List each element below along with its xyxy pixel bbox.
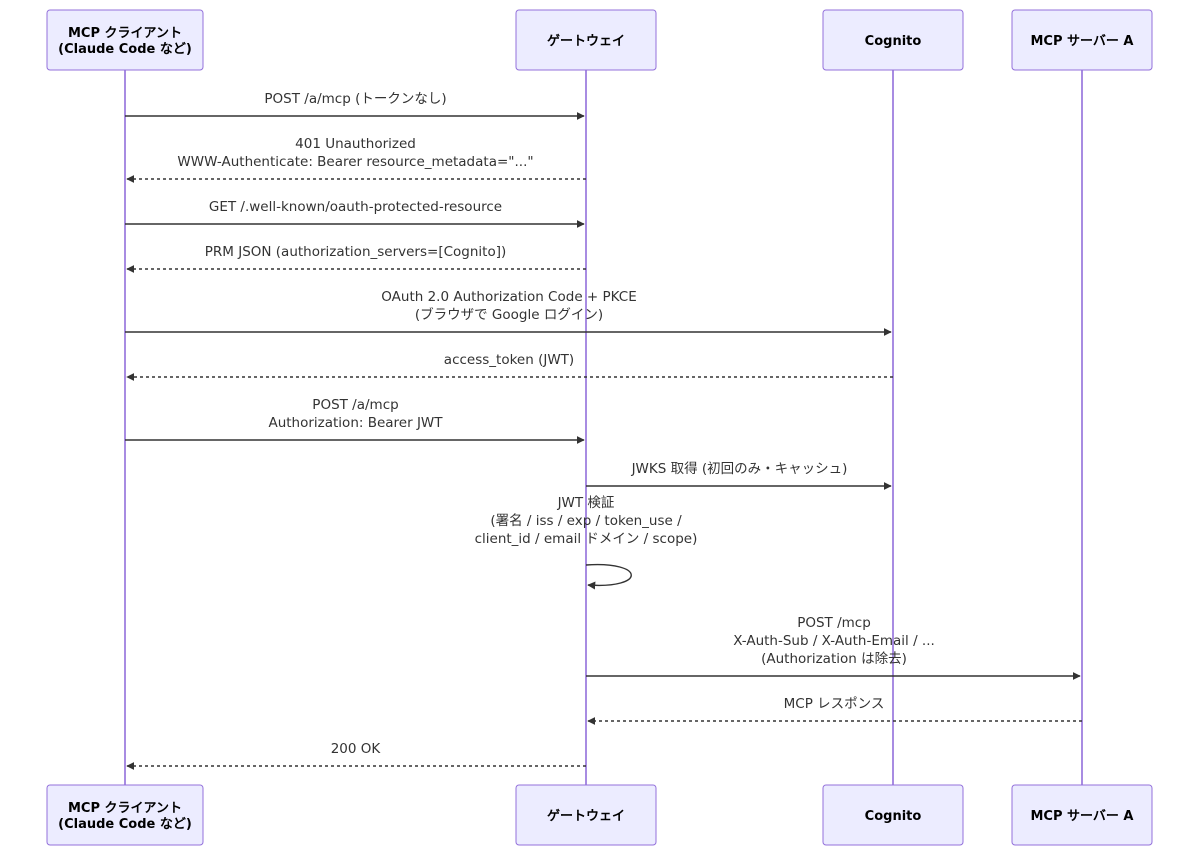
participant-gateway-top: ゲートウェイ	[515, 9, 657, 71]
message-label: (署名 / iss / exp / token_use /	[490, 513, 682, 529]
participant-label: MCP クライアント	[68, 26, 182, 41]
participant-label: (Claude Code など)	[58, 817, 192, 832]
participant-server-a-top: MCP サーバー A	[1011, 9, 1153, 71]
participant-client-bottom: MCP クライアント(Claude Code など)	[46, 784, 204, 846]
message-3: GET /.well-known/oauth-protected-resourc…	[125, 199, 585, 228]
participant-box	[515, 784, 657, 846]
participant-label: (Claude Code など)	[58, 42, 192, 57]
message-9: JWT 検証 (署名 / iss / exp / token_use / clien…	[475, 495, 698, 590]
message-8: JWKS 取得 (初回のみ・キャッシュ)	[586, 460, 892, 490]
participant-label: MCP クライアント	[68, 801, 182, 816]
participant-label: ゲートウェイ	[547, 808, 625, 824]
message-12: 200 OK	[126, 741, 586, 770]
message-label: OAuth 2.0 Authorization Code + PKCE	[381, 289, 636, 305]
message-label: (ブラウザで Google ログイン)	[415, 306, 603, 323]
message-label: POST /a/mcp	[312, 397, 398, 413]
message-label: 200 OK	[331, 741, 382, 757]
participant-box	[515, 9, 657, 71]
message-label: access_token (JWT)	[444, 352, 574, 368]
participant-server-a-bottom: MCP サーバー A	[1011, 784, 1153, 846]
participant-label: MCP サーバー A	[1031, 809, 1134, 824]
participant-cognito-top: Cognito	[822, 9, 964, 71]
participant-box	[1011, 784, 1153, 846]
message-1: POST /a/mcp (トークンなし)	[125, 91, 585, 120]
participant-box	[822, 9, 964, 71]
message-11: MCP レスポンス	[587, 696, 1082, 725]
participant-box	[46, 9, 204, 71]
message-label: POST /a/mcp (トークンなし)	[264, 91, 446, 107]
participant-cognito-bottom: Cognito	[822, 784, 964, 846]
participant-gateway-bottom: ゲートウェイ	[515, 784, 657, 846]
participant-box	[822, 784, 964, 846]
participant-label: Cognito	[865, 34, 922, 49]
message-label: JWKS 取得 (初回のみ・キャッシュ)	[631, 460, 848, 477]
self-loop-arrow	[585, 563, 632, 590]
message-label: Authorization: Bearer JWT	[268, 415, 443, 431]
participant-box	[1011, 9, 1153, 71]
message-label: PRM JSON (authorization_servers=[Cognito…	[205, 244, 507, 260]
message-label: X-Auth-Sub / X-Auth-Email / ...	[733, 633, 935, 649]
message-4: PRM JSON (authorization_servers=[Cognito…	[126, 244, 586, 273]
message-label: POST /mcp	[797, 615, 871, 631]
message-5: OAuth 2.0 Authorization Code + PKCE(ブラウザ…	[125, 289, 892, 336]
participant-label: Cognito	[865, 809, 922, 824]
message-6: access_token (JWT)	[126, 352, 893, 381]
message-label: JWT 検証	[557, 495, 615, 511]
participant-label: ゲートウェイ	[547, 33, 625, 49]
message-label: client_id / email ドメイン / scope)	[475, 531, 698, 547]
message-label: (Authorization は除去)	[761, 651, 907, 667]
message-label: GET /.well-known/oauth-protected-resourc…	[209, 199, 502, 215]
participant-box	[46, 784, 204, 846]
participant-client-top: MCP クライアント(Claude Code など)	[46, 9, 204, 71]
message-label: MCP レスポンス	[784, 696, 885, 712]
message-label: 401 Unauthorized	[295, 136, 416, 152]
message-label: WWW-Authenticate: Bearer resource_metada…	[177, 154, 533, 170]
participant-label: MCP サーバー A	[1031, 34, 1134, 49]
